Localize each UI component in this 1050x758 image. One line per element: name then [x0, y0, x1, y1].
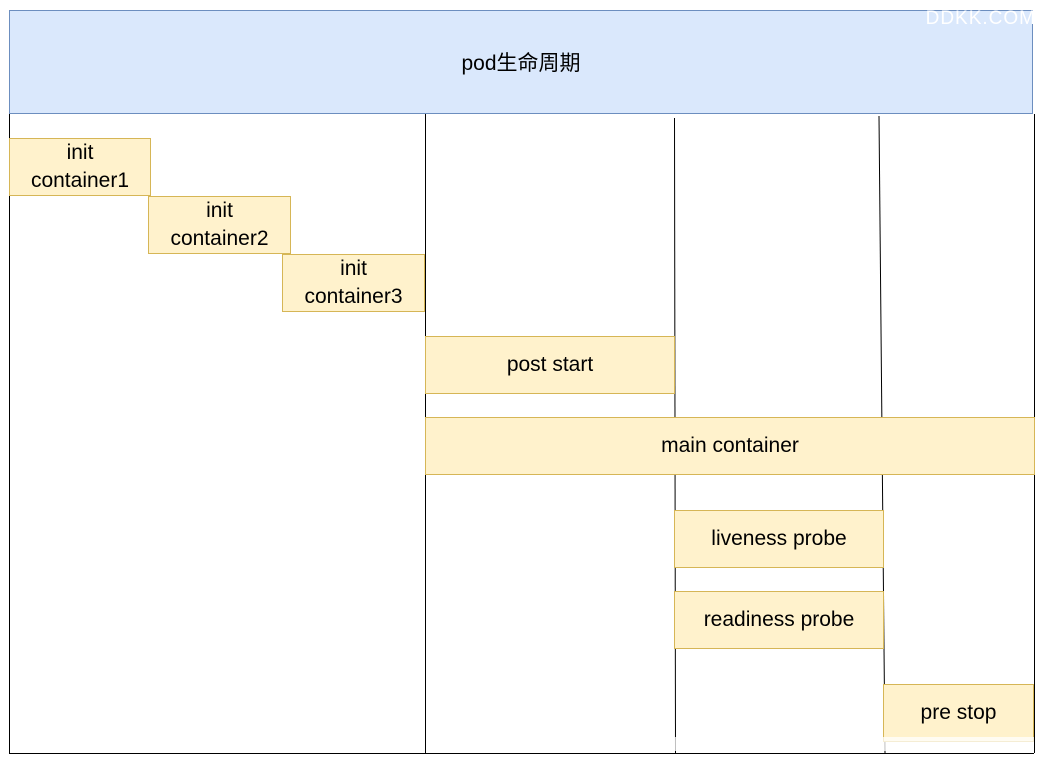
pre-stop-box: pre stop — [883, 684, 1034, 742]
pre-stop-label: pre stop — [920, 701, 997, 724]
init-container-3-line2: container3 — [304, 285, 403, 308]
init-container-3-label: init container3 — [304, 255, 402, 311]
init-container-3-box: init container3 — [282, 254, 425, 312]
main-container-label: main container — [661, 434, 799, 457]
init-container-3-line1: init — [340, 257, 367, 280]
liveness-probe-label: liveness probe — [711, 527, 847, 550]
init-container-2-box: init container2 — [148, 196, 291, 254]
bottom-watermark-strip — [600, 737, 1034, 751]
liveness-probe-box: liveness probe — [674, 510, 884, 568]
post-start-box: post start — [425, 336, 675, 394]
init-container-1-label: init container1 — [31, 139, 129, 195]
init-container-2-line2: container2 — [170, 227, 269, 250]
diagram-title: pod生命周期 — [9, 10, 1033, 114]
init-container-1-line1: init — [66, 141, 94, 164]
init-container-1-box: init container1 — [9, 138, 151, 196]
init-container-2-label: init container2 — [170, 197, 268, 253]
diagram-title-text: pod生命周期 — [461, 52, 581, 75]
readiness-probe-label: readiness probe — [703, 608, 855, 631]
watermark: DDKK.COM — [925, 8, 1036, 29]
main-container-box: main container — [425, 417, 1035, 475]
readiness-probe-box: readiness probe — [674, 591, 884, 649]
init-container-2-line1: init — [206, 199, 233, 222]
init-container-1-line2: container1 — [30, 169, 130, 192]
post-start-label: post start — [506, 353, 594, 376]
